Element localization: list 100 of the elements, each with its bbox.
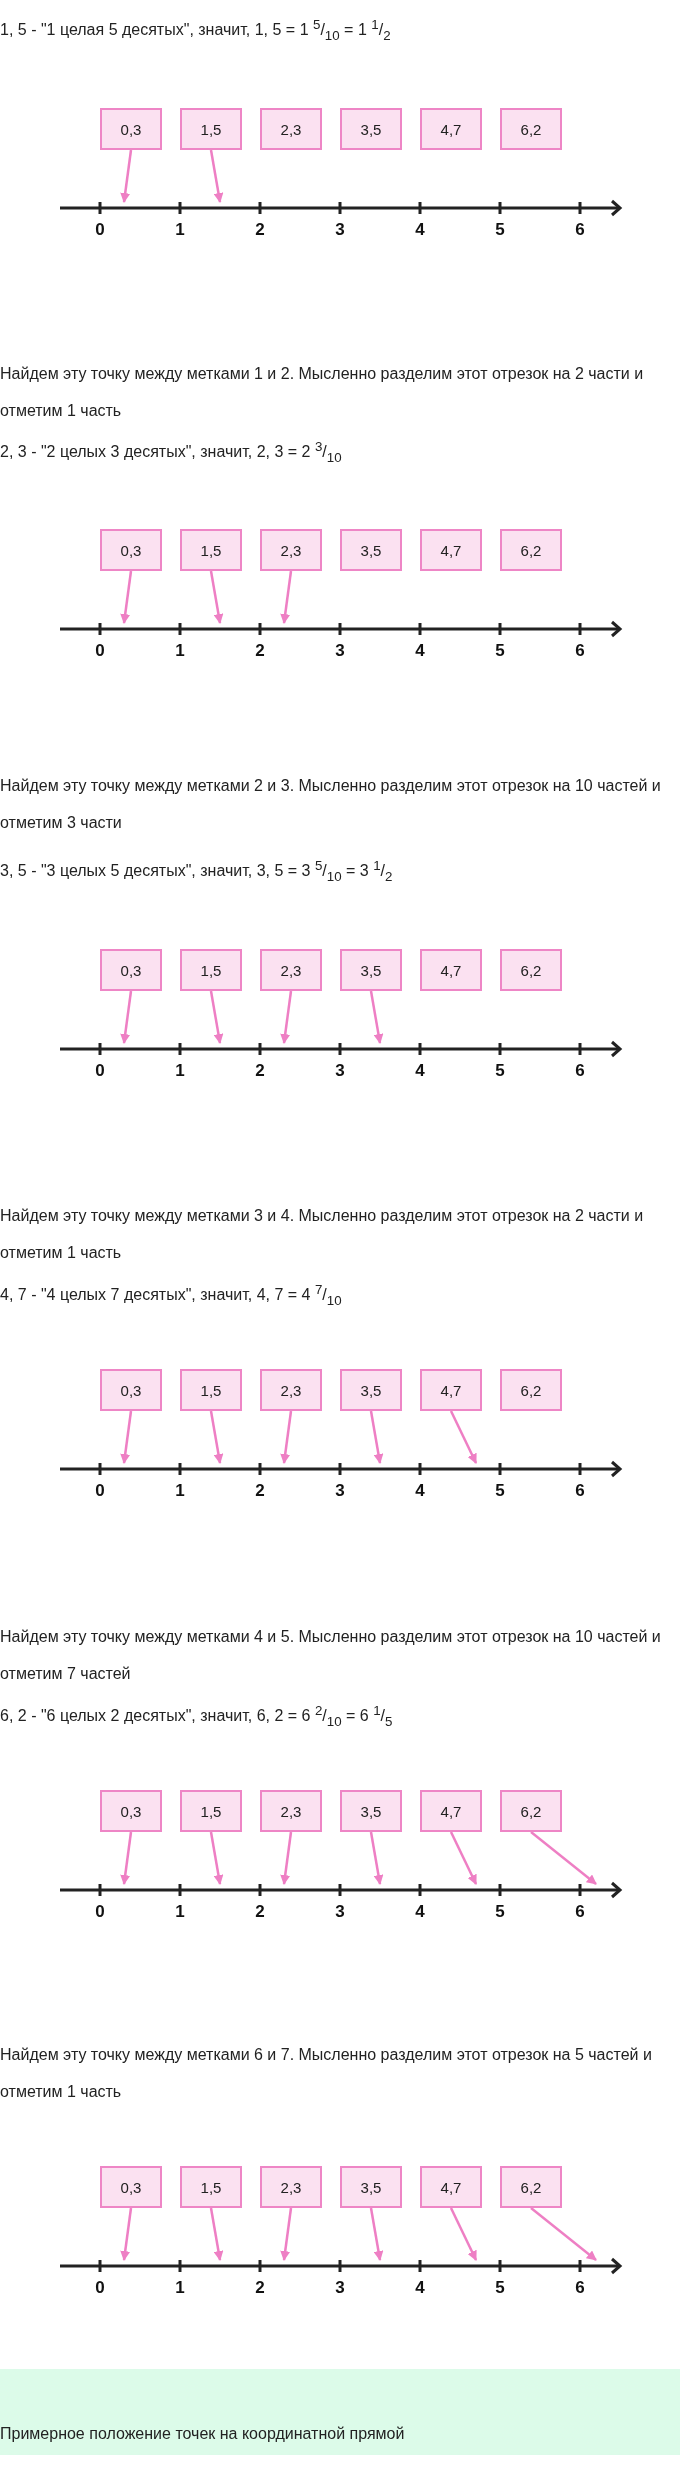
tick-label: 0 [95,2279,105,2296]
tick-label: 4 [415,1482,425,1499]
arrow [530,2207,597,2261]
value-box: 0,3 [100,2166,162,2208]
explanation-text: Найдем эту точку между метками 1 и 2. Мысленно разделим этот отрезок на 2 части и отметим 1 часть [0,364,645,421]
tick-label: 6 [575,1903,585,1920]
tick-label: 2 [255,642,265,659]
tick-label: 2 [255,221,265,238]
value-box: 4,7 [420,949,482,991]
value-box: 6,2 [500,1790,562,1832]
value-box: 2,3 [260,1369,322,1411]
number-line [60,2257,623,2275]
value-box: 3,5 [340,2166,402,2208]
tick-label: 4 [415,1903,425,1920]
number-line [60,199,623,217]
arrow [280,1831,293,1885]
value-box: 2,3 [260,108,322,150]
tick-label: 1 [175,642,185,659]
tick-label: 0 [95,642,105,659]
value-box: 0,3 [100,1369,162,1411]
tick-label: 5 [495,642,505,659]
arrow [120,2207,133,2261]
arrow [369,1831,384,1885]
tick-label: 0 [95,1062,105,1079]
formula-text: 2, 3 - "2 целых 3 десятых", значит, 2, 3 = 2 $^{3}$/$_{10}$ [0,438,342,467]
value-box: 6,2 [500,529,562,571]
tick-label: 2 [255,1903,265,1920]
tick-label: 1 [175,221,185,238]
tick-label: 4 [415,1062,425,1079]
explanation-text: Найдем эту точку между метками 3 и 4. Мысленно разделим этот отрезок на 2 части и отметим 1 часть [0,1206,645,1263]
tick-label: 4 [415,221,425,238]
arrow [209,1410,224,1464]
formula-text: 1, 5 - "1 целая 5 десятых", значит, 1, 5 = 1 $^{5}$/$_{10}$ = 1 $^{1}$/$_{2}$ [0,16,391,45]
value-box: 2,3 [260,2166,322,2208]
value-box: 3,5 [340,949,402,991]
tick-label: 3 [335,2279,345,2296]
arrow [280,1410,293,1464]
tick-label: 3 [335,642,345,659]
tick-label: 6 [575,1062,585,1079]
value-box: 1,5 [180,949,242,991]
explanation-text: Найдем эту точку между метками 4 и 5. Мысленно разделим этот отрезок на 10 частей и отметим 7 частей [0,1627,662,1684]
tick-label: 4 [415,642,425,659]
arrow [209,2207,224,2261]
explanation-text: Найдем эту точку между метками 6 и 7. Мысленно разделим этот отрезок на 5 частей и отметим 1 часть [0,2045,653,2102]
tick-label: 3 [335,1062,345,1079]
number-line [60,1040,623,1058]
formula-text: 3, 5 - "3 целых 5 десятых", значит, 3, 5 = 3 $^{5}$/$_{10}$ = 3 $^{1}$/$_{2}$ [0,857,393,886]
arrow [209,149,224,203]
arrow [449,1831,478,1885]
tick-label: 4 [415,2279,425,2296]
tick-label: 5 [495,2279,505,2296]
arrow [280,2207,293,2261]
tick-label: 1 [175,1482,185,1499]
arrow [120,1831,133,1885]
value-box: 6,2 [500,949,562,991]
arrow [120,570,133,624]
arrow [449,1410,478,1464]
formula-text: 4, 7 - "4 целых 7 десятых", значит, 4, 7 = 4 $^{7}$/$_{10}$ [0,1281,342,1310]
arrow [209,1831,224,1885]
tick-label: 2 [255,1062,265,1079]
tick-label: 6 [575,221,585,238]
tick-label: 3 [335,221,345,238]
value-box: 4,7 [420,108,482,150]
tick-label: 3 [335,1903,345,1920]
formula-text: 6, 2 - "6 целых 2 десятых", значит, 6, 2 = 6 $^{2}$/$_{10}$ = 6 $^{1}$/$_{5}$ [0,1702,393,1731]
value-box: 3,5 [340,1369,402,1411]
arrow [209,570,224,624]
tick-label: 1 [175,1903,185,1920]
value-box: 1,5 [180,529,242,571]
value-box: 4,7 [420,2166,482,2208]
arrow [449,2207,478,2261]
value-box: 1,5 [180,1790,242,1832]
arrow [530,1831,597,1885]
value-box: 1,5 [180,1369,242,1411]
tick-label: 5 [495,1903,505,1920]
tick-label: 0 [95,221,105,238]
value-box: 4,7 [420,1369,482,1411]
value-box: 0,3 [100,108,162,150]
value-box: 4,7 [420,529,482,571]
tick-label: 2 [255,1482,265,1499]
note-text: Примерное положение точек на координатной прямой [0,2425,405,2443]
value-box: 0,3 [100,529,162,571]
number-line [60,1460,623,1478]
value-box: 2,3 [260,949,322,991]
tick-label: 6 [575,1482,585,1499]
arrow [280,570,293,624]
arrow [209,990,224,1044]
value-box: 6,2 [500,108,562,150]
tick-label: 0 [95,1482,105,1499]
tick-label: 2 [255,2279,265,2296]
tick-label: 3 [335,1482,345,1499]
arrow [369,2207,384,2261]
value-box: 0,3 [100,1790,162,1832]
arrow [280,990,293,1044]
value-box: 2,3 [260,529,322,571]
arrow [369,990,384,1044]
number-line [60,1881,623,1899]
value-box: 0,3 [100,949,162,991]
value-box: 1,5 [180,108,242,150]
tick-label: 1 [175,1062,185,1079]
